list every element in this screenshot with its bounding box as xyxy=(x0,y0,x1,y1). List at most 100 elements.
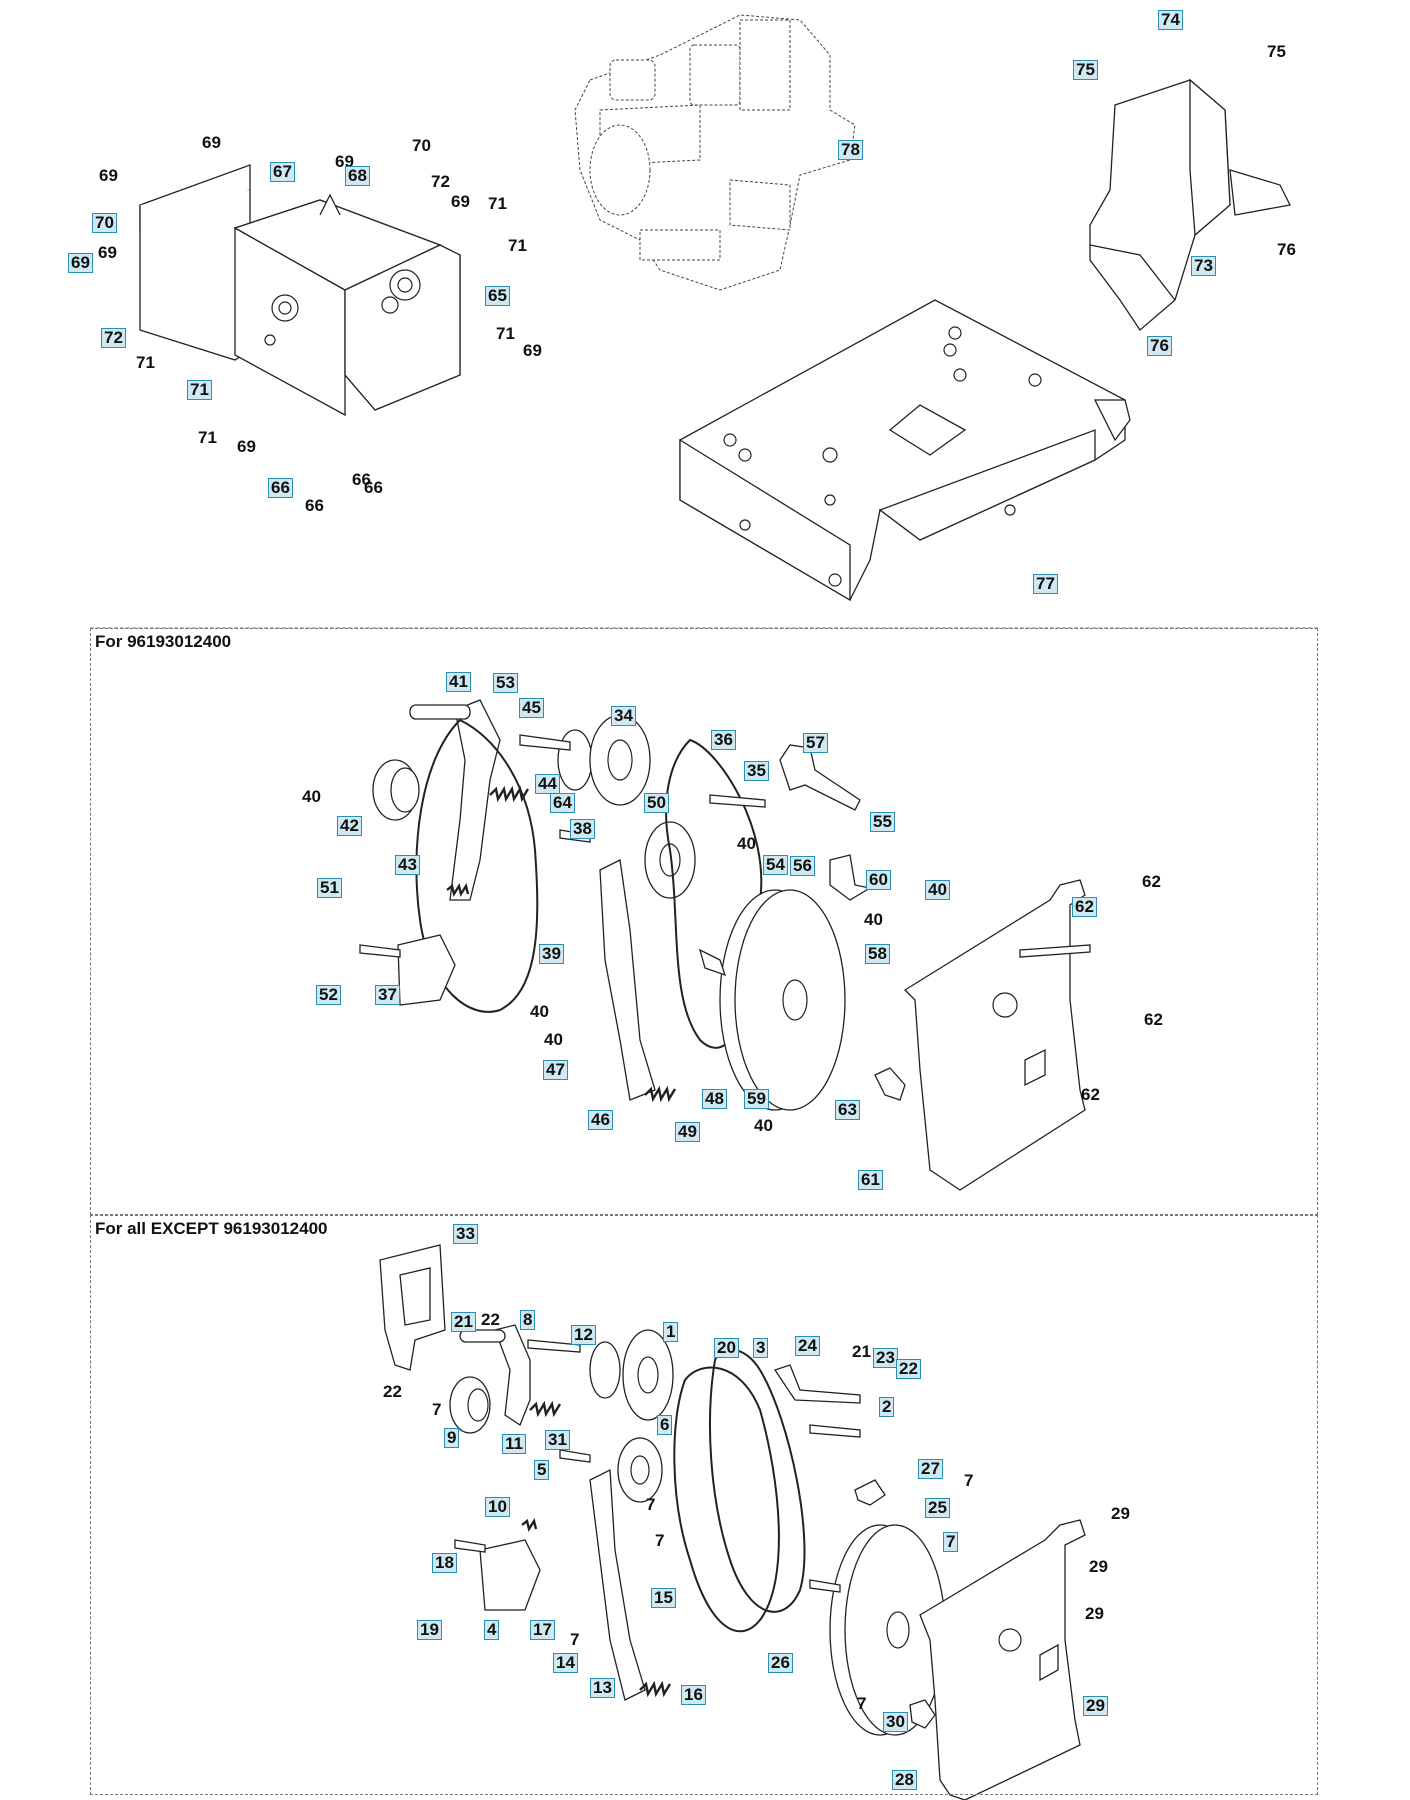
callout-22: 22 xyxy=(481,1310,500,1329)
callout-64: 64 xyxy=(550,793,575,813)
callout-16: 16 xyxy=(681,1685,706,1705)
callout-40: 40 xyxy=(530,1002,549,1021)
base-plate-77 xyxy=(679,299,1131,602)
callout-77: 77 xyxy=(1033,574,1058,594)
callout-1: 1 xyxy=(663,1322,679,1342)
callout-26: 26 xyxy=(768,1653,793,1673)
callout-31: 31 xyxy=(545,1430,570,1450)
callout-20: 20 xyxy=(714,1338,739,1358)
callout-10: 10 xyxy=(485,1497,510,1517)
callout-68: 68 xyxy=(345,166,370,186)
callout-46: 46 xyxy=(588,1110,613,1130)
callout-22: 22 xyxy=(896,1359,921,1379)
callout-62: 62 xyxy=(1081,1085,1100,1104)
callout-40: 40 xyxy=(302,787,321,806)
callout-62: 62 xyxy=(1144,1010,1163,1029)
callout-72: 72 xyxy=(101,328,126,348)
callout-42: 42 xyxy=(337,816,362,836)
callout-7: 7 xyxy=(964,1471,974,1490)
callout-53: 53 xyxy=(493,673,518,693)
callout-58: 58 xyxy=(865,944,890,964)
callout-29: 29 xyxy=(1085,1604,1104,1623)
callout-45: 45 xyxy=(519,698,544,718)
callout-33: 33 xyxy=(453,1224,478,1244)
callout-40: 40 xyxy=(925,880,950,900)
engine-hood-73 xyxy=(1089,78,1291,331)
callout-40: 40 xyxy=(544,1030,563,1049)
callout-71: 71 xyxy=(198,428,217,447)
callout-7: 7 xyxy=(655,1531,665,1550)
callout-9: 9 xyxy=(444,1428,460,1448)
callout-6: 6 xyxy=(657,1415,673,1435)
callout-24: 24 xyxy=(795,1336,820,1356)
callout-71: 71 xyxy=(496,324,515,343)
callout-7: 7 xyxy=(857,1694,867,1713)
callout-62: 62 xyxy=(1072,897,1097,917)
callout-18: 18 xyxy=(432,1553,457,1573)
callout-72: 72 xyxy=(431,172,450,191)
callout-69: 69 xyxy=(523,341,542,360)
callout-59: 59 xyxy=(744,1089,769,1109)
callout-30: 30 xyxy=(883,1712,908,1732)
callout-69: 69 xyxy=(68,253,93,273)
callout-4: 4 xyxy=(484,1620,500,1640)
callout-66: 66 xyxy=(268,478,293,498)
callout-17: 17 xyxy=(530,1620,555,1640)
callout-56: 56 xyxy=(790,856,815,876)
callout-21: 21 xyxy=(852,1342,871,1361)
callout-61: 61 xyxy=(858,1170,883,1190)
callout-23: 23 xyxy=(873,1348,898,1368)
callout-40: 40 xyxy=(864,910,883,929)
callout-11: 11 xyxy=(502,1434,526,1454)
callout-27: 27 xyxy=(918,1459,943,1479)
callout-74: 74 xyxy=(1158,10,1183,30)
callout-15: 15 xyxy=(651,1588,676,1608)
callout-50: 50 xyxy=(644,793,669,813)
callout-8: 8 xyxy=(520,1310,536,1330)
callout-78: 78 xyxy=(838,140,863,160)
callout-29: 29 xyxy=(1111,1504,1130,1523)
callout-39: 39 xyxy=(539,944,564,964)
callout-47: 47 xyxy=(543,1060,568,1080)
callout-70: 70 xyxy=(412,136,431,155)
callout-28: 28 xyxy=(892,1770,917,1790)
callout-75: 75 xyxy=(1073,60,1098,80)
callout-75: 75 xyxy=(1267,42,1286,61)
callout-21: 21 xyxy=(451,1312,476,1332)
callout-69: 69 xyxy=(98,243,117,262)
callout-12: 12 xyxy=(571,1325,596,1345)
section-frame-96193012400 xyxy=(90,628,1318,1215)
callout-5: 5 xyxy=(534,1460,550,1480)
callout-62: 62 xyxy=(1142,872,1161,891)
callout-7: 7 xyxy=(646,1495,656,1514)
callout-40: 40 xyxy=(754,1116,773,1135)
callout-55: 55 xyxy=(870,812,895,832)
callout-49: 49 xyxy=(675,1122,700,1142)
callout-54: 54 xyxy=(763,855,788,875)
callout-69: 69 xyxy=(451,192,470,211)
callout-69: 69 xyxy=(237,437,256,456)
callout-71: 71 xyxy=(488,194,507,213)
callout-44: 44 xyxy=(535,774,560,794)
callout-2: 2 xyxy=(879,1397,895,1417)
callout-19: 19 xyxy=(417,1620,442,1640)
callout-73: 73 xyxy=(1191,256,1216,276)
callout-37: 37 xyxy=(375,985,400,1005)
callout-14: 14 xyxy=(553,1653,578,1673)
callout-76: 76 xyxy=(1277,240,1296,259)
callout-7: 7 xyxy=(570,1630,580,1649)
callout-22: 22 xyxy=(383,1382,402,1401)
callout-36: 36 xyxy=(711,730,736,750)
callout-13: 13 xyxy=(590,1678,615,1698)
callout-60: 60 xyxy=(866,870,891,890)
belt-housing-65 xyxy=(139,164,461,417)
callout-43: 43 xyxy=(395,855,420,875)
callout-66: 66 xyxy=(305,496,324,515)
callout-76: 76 xyxy=(1147,336,1172,356)
callout-35: 35 xyxy=(744,761,769,781)
middle-assembly xyxy=(359,699,1091,1191)
callout-71: 71 xyxy=(136,353,155,372)
callout-3: 3 xyxy=(753,1338,769,1358)
section-title-all-except: For all EXCEPT 96193012400 xyxy=(95,1219,328,1238)
